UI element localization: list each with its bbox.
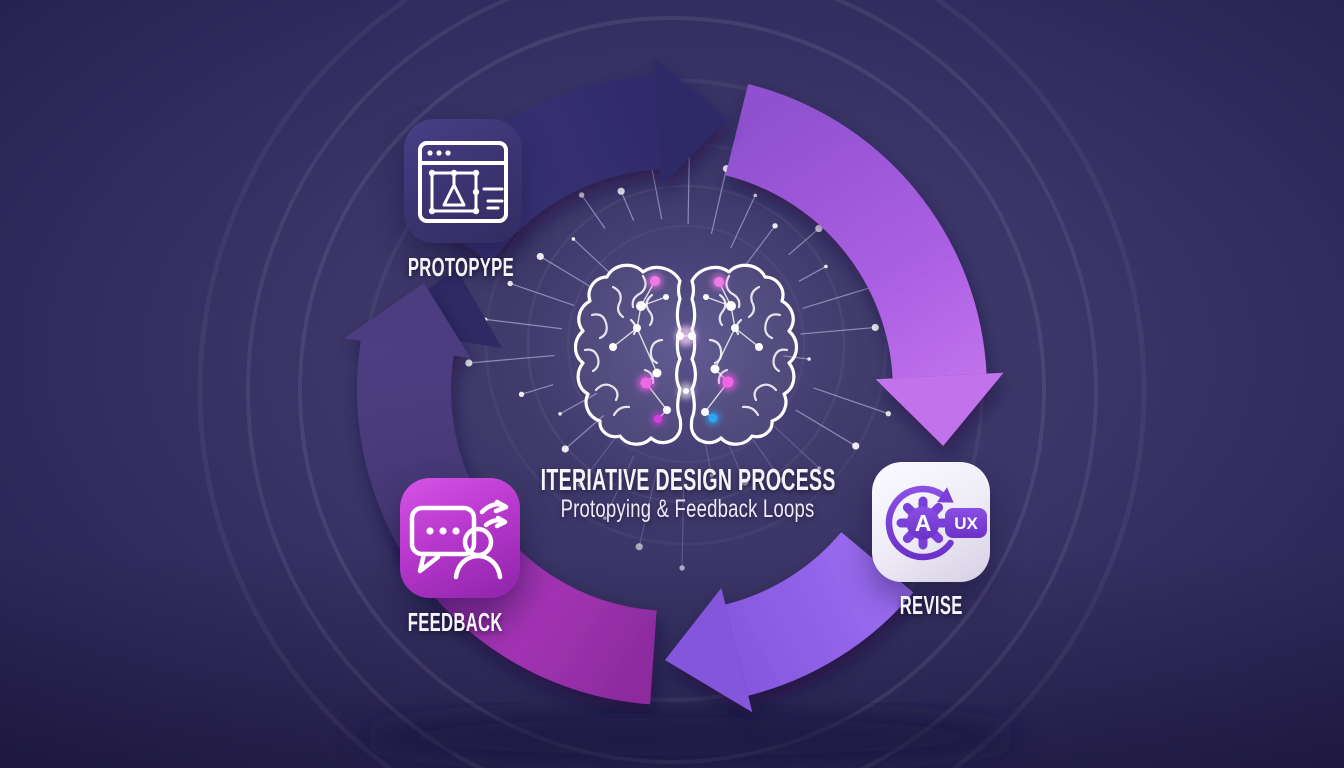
arrow-right-arc-magenta — [724, 84, 1004, 446]
diagram-subtitle: Protopying & Feedback Loops — [561, 495, 815, 523]
ux-badge: UX — [954, 514, 978, 533]
refresh-gear-ux-icon: A UX — [885, 485, 987, 561]
chat-person-arrows-icon — [409, 499, 509, 580]
feedback-label: FEEDBACK — [407, 607, 503, 637]
prototype-tile — [404, 119, 522, 243]
floor-shadow — [360, 709, 1020, 765]
revise-label: REVISE — [899, 590, 963, 620]
gear-letter: A — [915, 510, 932, 536]
revise-tile: A UX — [872, 462, 990, 582]
arrow-bottom-violet — [665, 531, 914, 713]
wireframe-browser-icon — [418, 141, 508, 223]
brain-neural-network-icon — [516, 174, 856, 514]
diagram-title: ITERIATIVE DESIGN PROCESS — [540, 462, 836, 497]
prototype-label: PROTOPYPE — [407, 252, 515, 282]
feedback-tile — [400, 478, 520, 598]
